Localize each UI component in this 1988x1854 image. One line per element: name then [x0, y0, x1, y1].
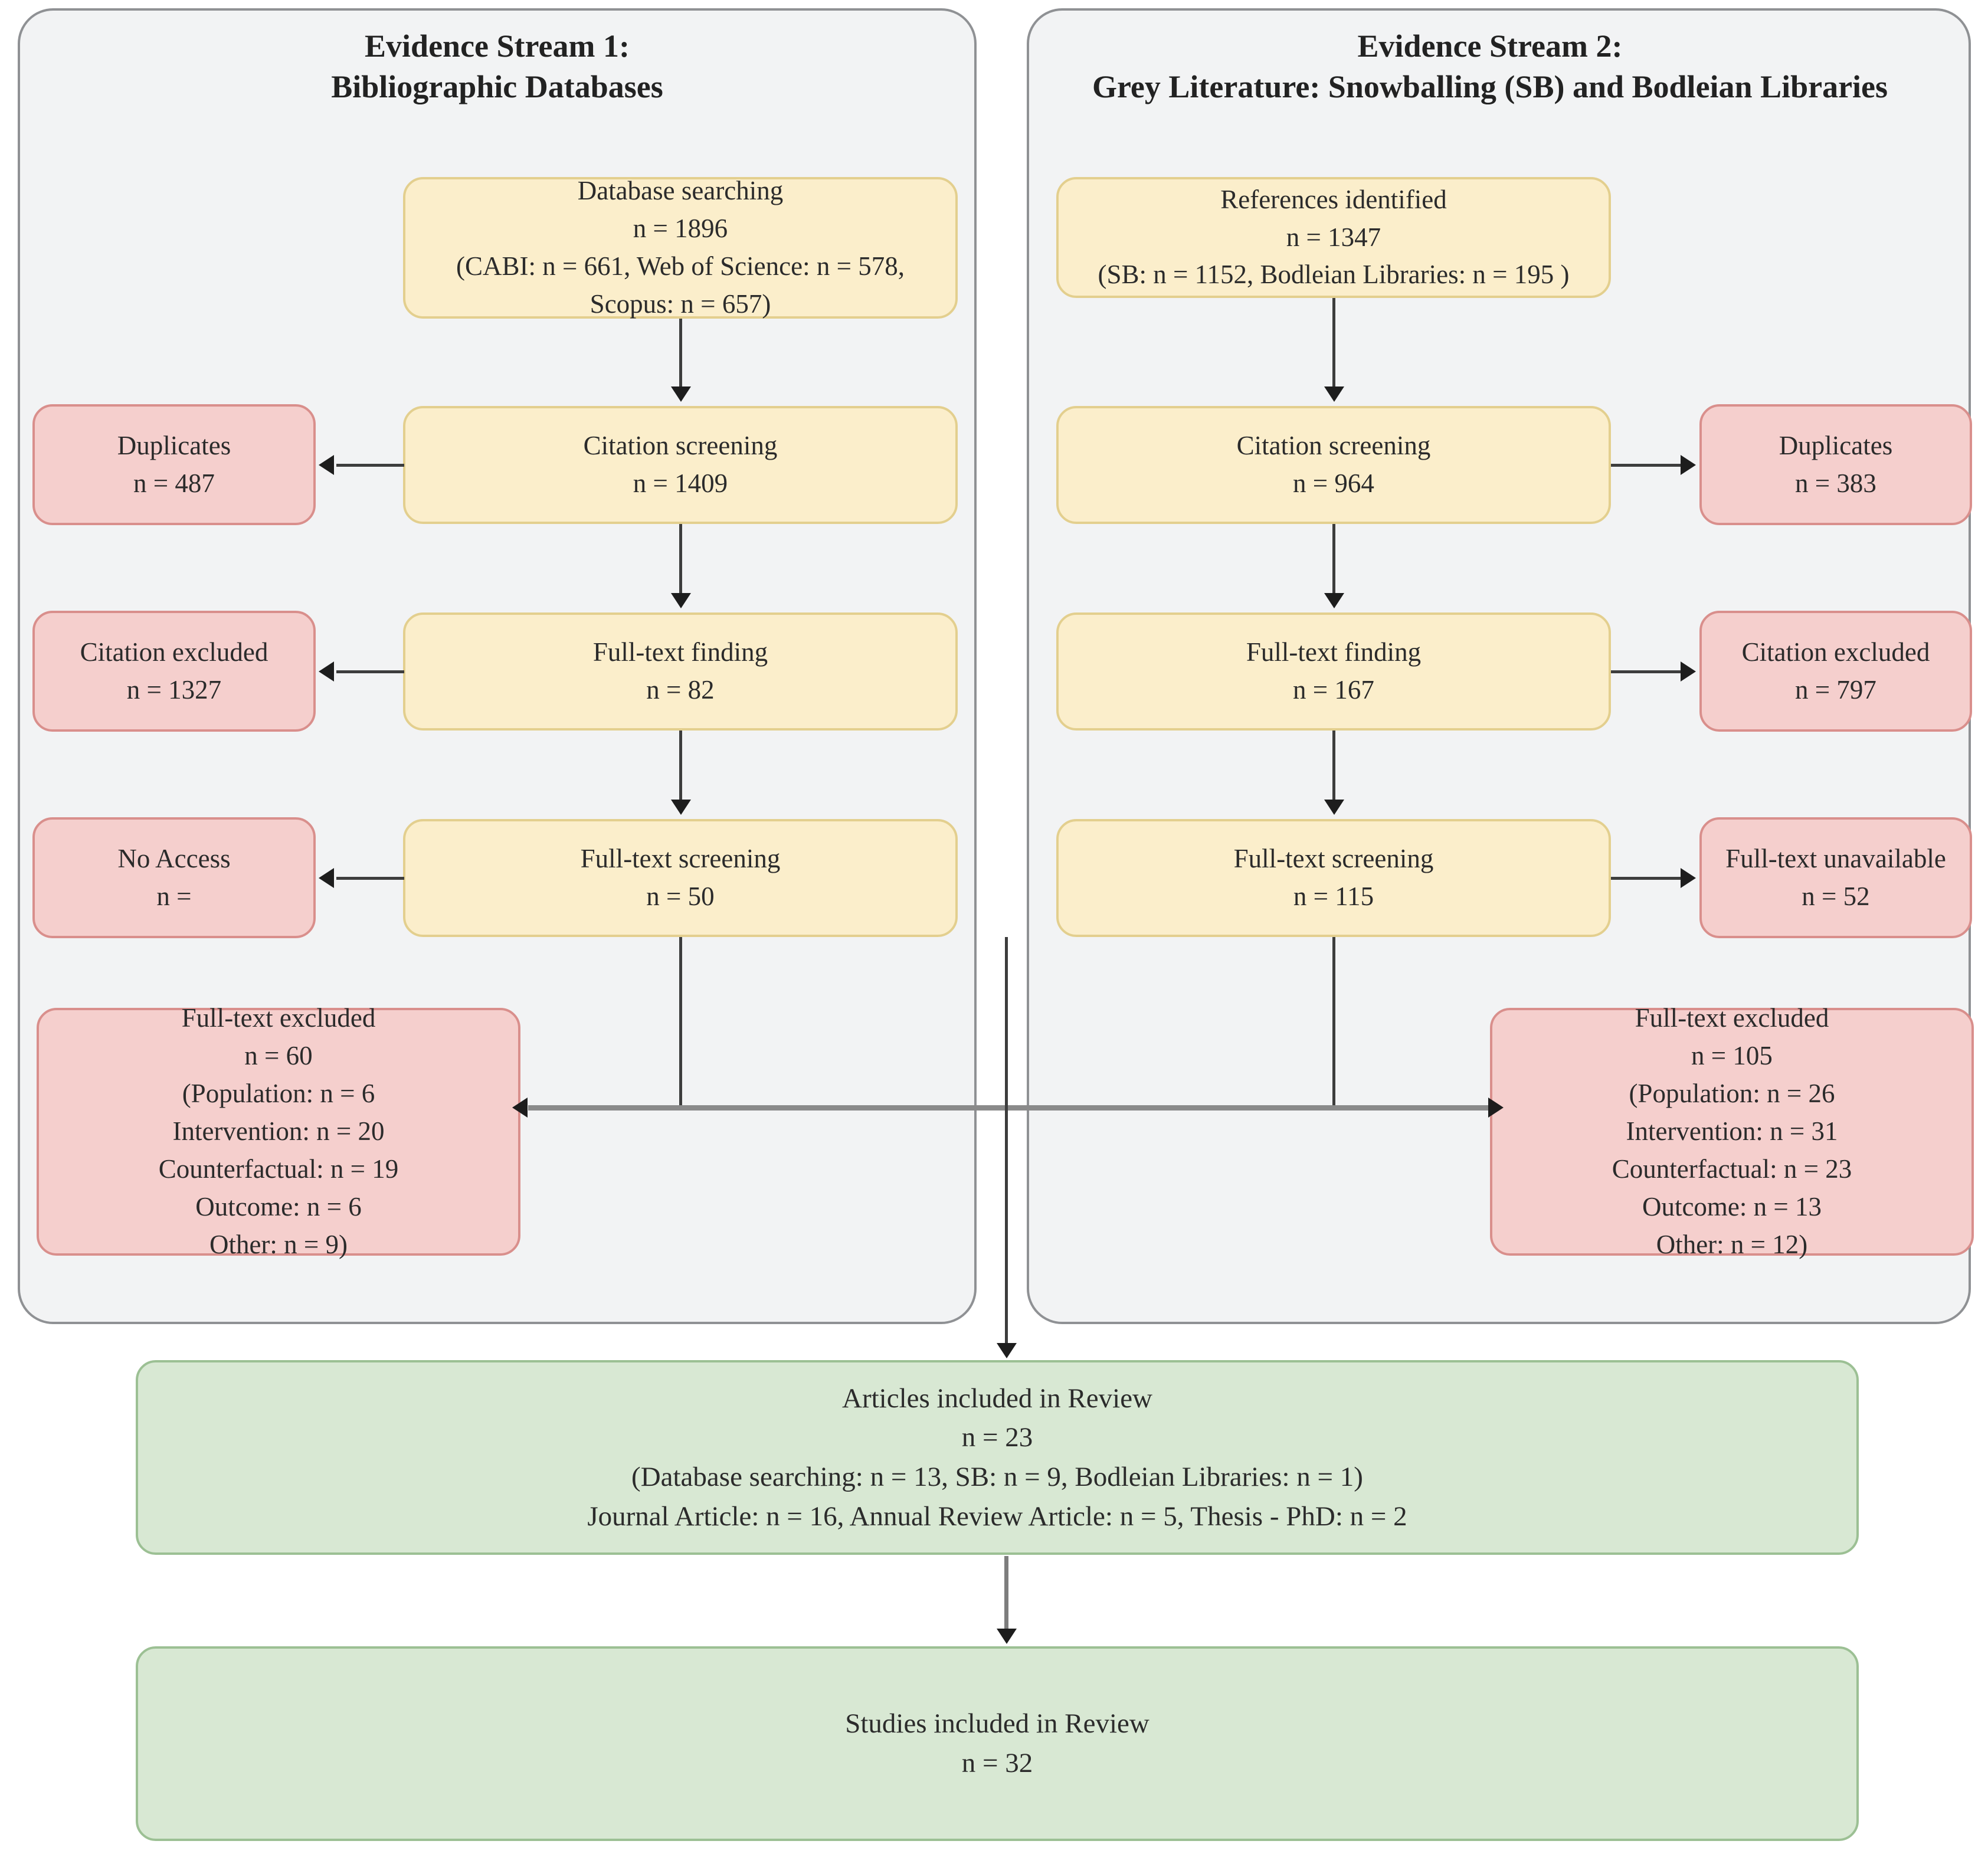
evidence-stream-2-title: Evidence Stream 2: Grey Literature: Snow…	[1092, 28, 1888, 105]
left-duplicates-arrow-icon	[319, 455, 334, 475]
articles-included-text: Articles included in Review n = 23 (Data…	[587, 1383, 1407, 1532]
right-fulltext-finding-text: Full-text finding n = 167	[1246, 637, 1422, 705]
studies-included-text: Studies included in Review n = 32	[845, 1708, 1149, 1778]
right-duplicates-connector-line	[1611, 464, 1682, 467]
right-fulltext-screening-box: Full-text screening n = 115	[1056, 819, 1611, 937]
left-connector-3-line	[679, 731, 682, 801]
right-connector-3-line	[1332, 731, 1335, 801]
left-citation-screening-box: Citation screening n = 1409	[403, 406, 958, 524]
left-citation-excluded-arrow-icon	[319, 661, 334, 682]
left-connector-3-arrow-icon	[671, 800, 691, 815]
left-duplicates-box: Duplicates n = 487	[32, 404, 316, 525]
right-references-identified-box: References identified n = 1347 (SB: n = …	[1056, 177, 1611, 298]
left-connector-2-line	[679, 524, 682, 595]
right-citation-screening-text: Citation screening n = 964	[1236, 431, 1431, 498]
right-fulltext-screening-text: Full-text screening n = 115	[1233, 844, 1434, 911]
left-fulltext-excluded-arrow-icon	[512, 1098, 528, 1118]
left-connector-1-line	[679, 319, 682, 388]
left-citation-screening-text: Citation screening n = 1409	[583, 431, 778, 498]
left-citation-excluded-connector-line	[336, 670, 404, 673]
right-fulltext-unavailable-text: Full-text unavailable n = 52	[1725, 843, 1946, 911]
studies-included-arrow-icon	[997, 1629, 1017, 1644]
right-duplicates-box: Duplicates n = 383	[1699, 404, 1972, 525]
left-no-access-connector-line	[336, 877, 404, 880]
left-fulltext-excluded-text: Full-text excluded n = 60 (Population: n…	[158, 1003, 399, 1259]
right-fulltext-unavailable-connector-line	[1611, 877, 1682, 880]
right-duplicates-arrow-icon	[1681, 455, 1696, 475]
center-spine-line	[1005, 937, 1008, 1344]
left-duplicates-text: Duplicates n = 487	[117, 430, 231, 498]
left-fulltext-screening-text: Full-text screening n = 50	[580, 844, 781, 911]
left-fulltext-finding-box: Full-text finding n = 82	[403, 612, 958, 731]
studies-included-box: Studies included in Review n = 32	[136, 1646, 1859, 1841]
right-citation-excluded-box: Citation excluded n = 797	[1699, 611, 1972, 732]
right-citation-excluded-connector-line	[1611, 670, 1682, 673]
evidence-stream-1-title: Evidence Stream 1: Bibliographic Databas…	[331, 28, 663, 105]
right-references-identified-text: References identified n = 1347 (SB: n = …	[1098, 184, 1570, 290]
left-fulltext-excluded-box: Full-text excluded n = 60 (Population: n…	[37, 1003, 520, 1259]
right-fulltext-unavailable-arrow-icon	[1681, 868, 1696, 888]
fulltext-excluded-bus-line	[528, 1105, 1490, 1111]
right-fulltext-finding-box: Full-text finding n = 167	[1056, 612, 1611, 731]
left-fulltext-drop-line	[679, 937, 682, 1109]
left-connector-1-arrow-icon	[671, 386, 691, 402]
left-citation-excluded-text: Citation excluded n = 1327	[80, 637, 268, 705]
left-fulltext-screening-box: Full-text screening n = 50	[403, 819, 958, 937]
articles-to-studies-line	[1004, 1556, 1008, 1630]
left-database-searching-box: Database searching n = 1896 (CABI: n = 6…	[403, 176, 958, 319]
right-fulltext-excluded-arrow-icon	[1488, 1098, 1504, 1118]
right-citation-excluded-text: Citation excluded n = 797	[1741, 637, 1930, 705]
right-fulltext-excluded-box: Full-text excluded n = 105 (Population: …	[1490, 1003, 1974, 1259]
right-connector-2-line	[1332, 524, 1335, 595]
left-connector-2-arrow-icon	[671, 593, 691, 608]
right-connector-2-arrow-icon	[1324, 593, 1344, 608]
articles-included-box: Articles included in Review n = 23 (Data…	[136, 1360, 1859, 1555]
articles-included-arrow-icon	[997, 1343, 1017, 1358]
right-citation-screening-box: Citation screening n = 964	[1056, 406, 1611, 524]
left-duplicates-connector-line	[336, 464, 404, 467]
left-no-access-text: No Access n =	[117, 843, 231, 911]
right-connector-3-arrow-icon	[1324, 800, 1344, 815]
left-fulltext-finding-text: Full-text finding n = 82	[592, 637, 768, 705]
right-citation-excluded-arrow-icon	[1681, 661, 1696, 682]
right-fulltext-excluded-text: Full-text excluded n = 105 (Population: …	[1612, 1003, 1852, 1259]
right-fulltext-drop-line	[1332, 937, 1335, 1109]
left-no-access-arrow-icon	[319, 868, 334, 888]
right-duplicates-text: Duplicates n = 383	[1779, 430, 1893, 498]
left-database-searching-text: Database searching n = 1896 (CABI: n = 6…	[456, 176, 905, 319]
left-no-access-box: No Access n =	[32, 817, 316, 938]
left-citation-excluded-box: Citation excluded n = 1327	[32, 611, 316, 732]
right-connector-1-arrow-icon	[1324, 386, 1344, 402]
right-connector-1-line	[1332, 298, 1335, 388]
right-fulltext-unavailable-box: Full-text unavailable n = 52	[1699, 817, 1972, 938]
